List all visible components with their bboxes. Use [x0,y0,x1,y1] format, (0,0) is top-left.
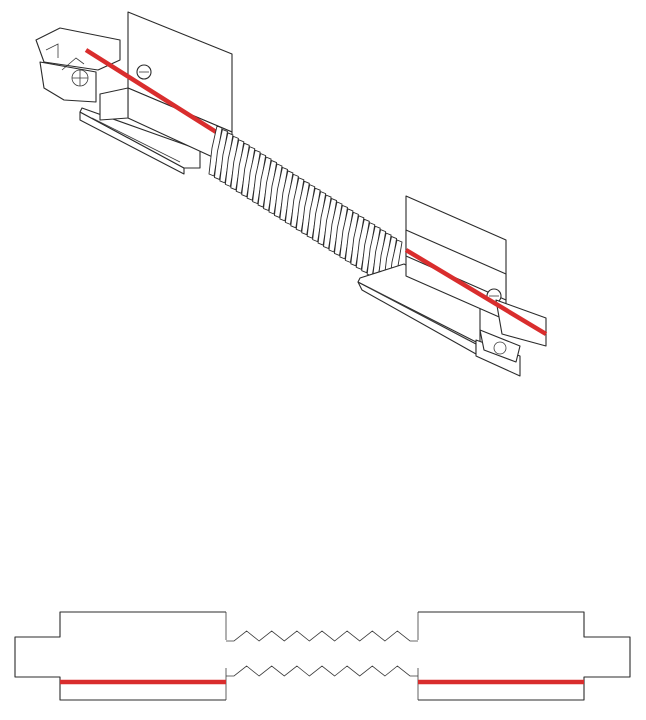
bellows-upper-zigzag [226,630,418,642]
left-top-plate [99,11,233,167]
isometric-view [35,11,548,377]
left-lower-housing [79,107,201,175]
right-top-plate [405,195,507,321]
flexible-bellows [208,125,403,291]
right-lower-housing [357,263,521,377]
right-body-outline [418,611,631,701]
left-accent-stripe [84,48,234,144]
right-accent-stripe [404,248,548,336]
left-body-outline [14,611,226,701]
bellows-lower-zigzag [226,665,418,677]
top-view [14,611,631,701]
left-end-rail [35,27,121,103]
